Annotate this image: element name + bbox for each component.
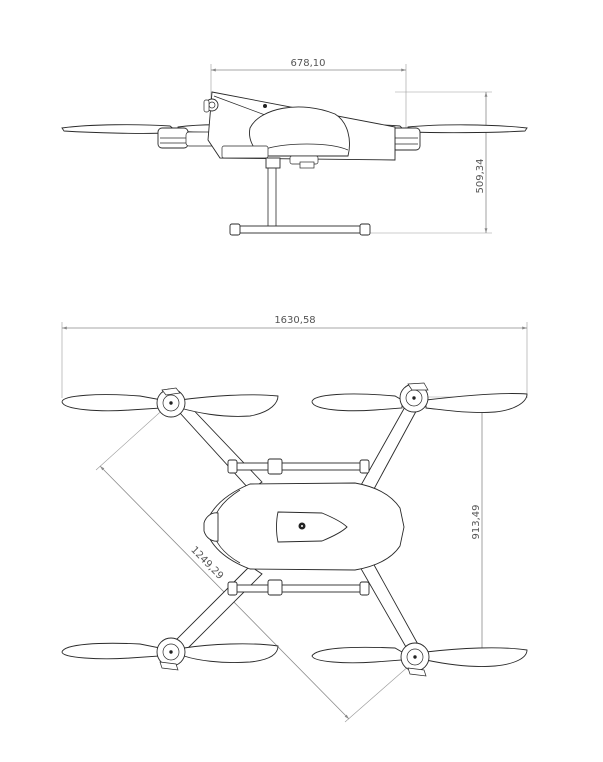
top-hatch [276,511,348,543]
side-view: 678,10 509,34 [61,58,528,236]
dimension-side-height: 509,34 [370,91,492,234]
top-view: 1630,58 913,49 1249,29 [61,315,528,723]
side-fuselage [203,91,396,169]
top-landing-skids [227,458,370,596]
dimension-side-width: 678,10 [210,58,407,130]
dimension-top-span: 1630,58 [61,315,528,398]
rotor-bottom-left [61,637,279,671]
rotor-top-left [61,387,279,418]
dimension-top-height-label: 913,49 [471,505,482,540]
dimension-top-span-label: 1630,58 [274,315,315,326]
dimension-side-height-label: 509,34 [475,159,486,194]
rotor-top-right [311,382,528,413]
dimension-side-width-label: 678,10 [291,58,326,69]
top-fuselage [203,482,405,571]
dimension-top-height: 913,49 [418,396,488,658]
rotor-bottom-right [311,642,528,677]
side-landing-gear [229,157,371,236]
